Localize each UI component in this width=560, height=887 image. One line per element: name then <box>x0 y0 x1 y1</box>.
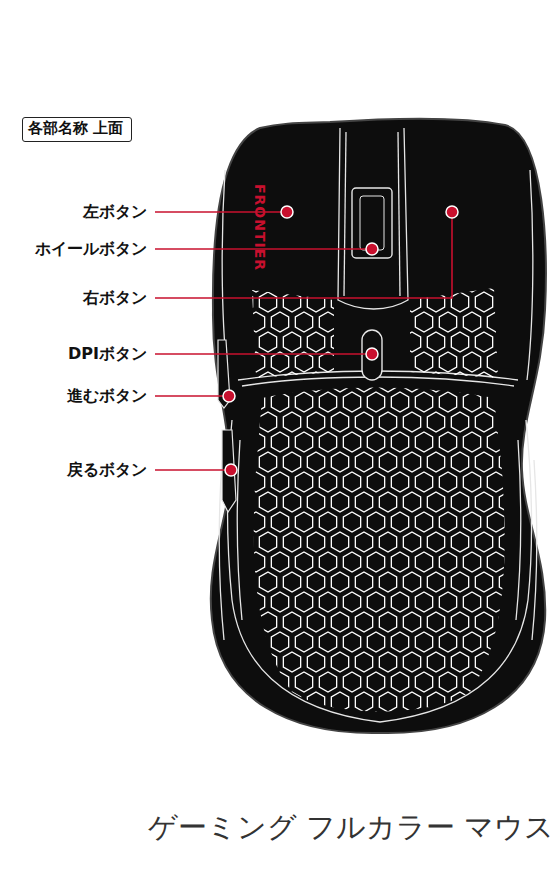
heading-text: 各部名称 上面 <box>28 119 126 138</box>
part-name: 左ボタン <box>83 202 147 223</box>
dpi-button <box>362 330 382 380</box>
wheel <box>352 188 392 258</box>
part-name: 右ボタン <box>83 288 147 309</box>
leader-lines <box>155 212 452 470</box>
part-name: 戻るボタン <box>67 460 147 481</box>
brand-logo: FRONTIER <box>252 184 268 271</box>
part-name: 進むボタン <box>67 386 147 407</box>
wheel-inner <box>360 196 384 250</box>
back-button <box>222 430 236 512</box>
heading-box: 各部名称 上面 <box>22 117 132 142</box>
part-name: ホイールボタン <box>35 239 147 260</box>
hex-holes <box>0 280 560 720</box>
hex-holes <box>0 280 560 390</box>
caption: ゲーミング フルカラー マウス <box>148 808 554 848</box>
part-name: DPIボタン <box>68 344 147 365</box>
